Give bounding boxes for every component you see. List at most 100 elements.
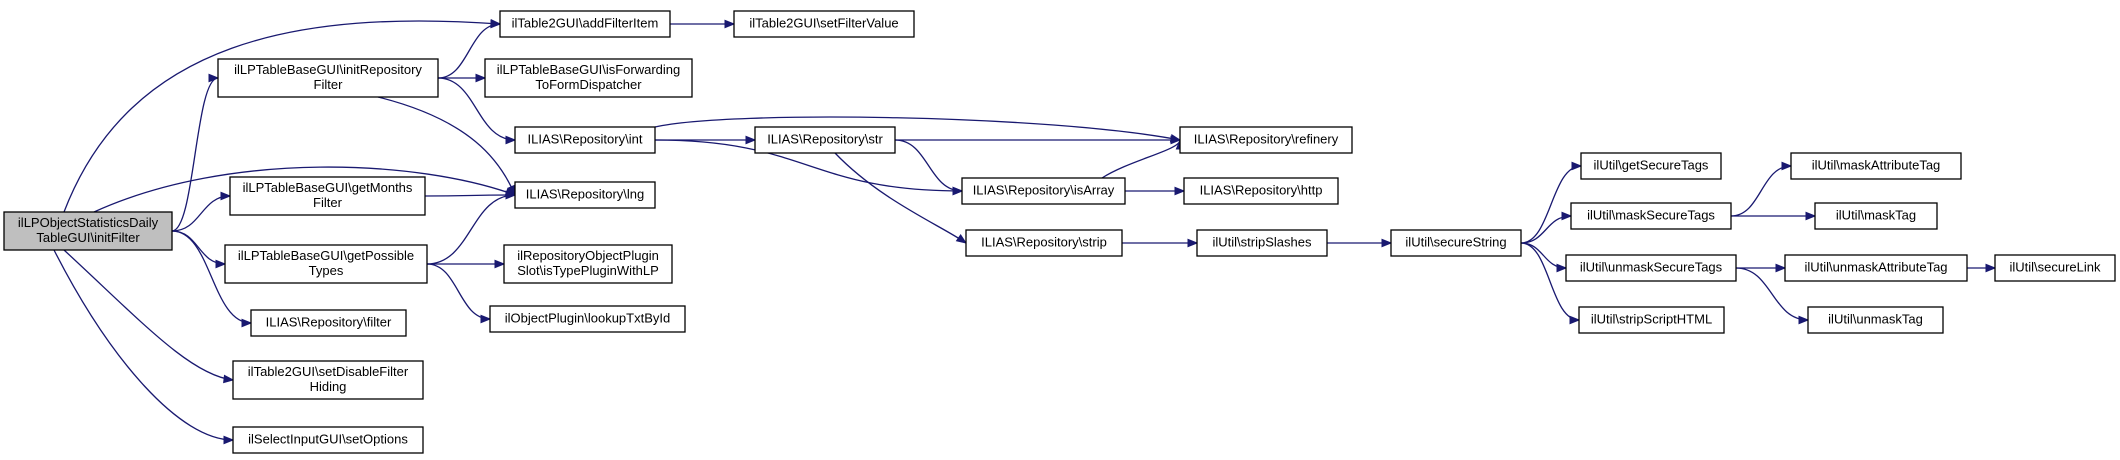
- node-repoStr[interactable]: ILIAS\Repository\str: [754, 126, 896, 154]
- edge-root-to-setDisableFilterHiding: [63, 249, 235, 384]
- edge-initRepositoryFilter-to-repoInt: [437, 77, 517, 145]
- node-unmaskSecureTags[interactable]: ilUtil\unmaskSecureTags: [1565, 254, 1737, 282]
- node-label: ilLPTableBaseGUI\isForwarding: [497, 62, 681, 77]
- node-label: ToFormDispatcher: [535, 77, 642, 92]
- edge-line: [93, 166, 516, 213]
- node-root[interactable]: ilLPObjectStatisticsDailyTableGUI\initFi…: [3, 211, 173, 251]
- node-box: [503, 244, 673, 284]
- node-box: [965, 229, 1123, 257]
- arrow-head: [1381, 238, 1393, 248]
- node-box: [250, 309, 407, 337]
- arrow-head: [1569, 315, 1581, 325]
- node-label: ilUtil\getSecureTags: [1594, 157, 1709, 172]
- node-stripScriptHTML[interactable]: ilUtil\stripScriptHTML: [1578, 306, 1725, 334]
- node-label: ilUtil\secureString: [1405, 234, 1506, 249]
- node-label: TableGUI\initFilter: [36, 230, 140, 245]
- node-addFilterItem[interactable]: ilTable2GUI\addFilterItem: [499, 10, 671, 38]
- node-box: [1390, 229, 1522, 257]
- node-unmaskTag[interactable]: ilUtil\unmaskTag: [1807, 306, 1944, 334]
- node-label: ilLPTableBaseGUI\getPossible: [238, 248, 414, 263]
- edge-maskSecureTags-to-maskAttributeTag: [1730, 161, 1793, 217]
- node-setFilterValue[interactable]: ilTable2GUI\setFilterValue: [733, 10, 915, 38]
- edge-line: [377, 96, 516, 196]
- node-lookupTxtById[interactable]: ilObjectPlugin\lookupTxtById: [489, 305, 686, 333]
- node-label: ilUtil\maskAttributeTag: [1812, 157, 1941, 172]
- arrow-head: [220, 191, 232, 201]
- node-box: [514, 126, 656, 154]
- arrow-head: [1571, 161, 1583, 171]
- node-repoRefinery[interactable]: ILIAS\Repository\refinery: [1179, 126, 1353, 154]
- edge-line: [426, 263, 491, 320]
- node-label: ilUtil\stripScriptHTML: [1591, 311, 1712, 326]
- edge-line: [171, 195, 231, 232]
- edge-secureString-to-stripScriptHTML: [1520, 242, 1581, 325]
- node-stripSlashes[interactable]: ilUtil\stripSlashes: [1196, 229, 1328, 257]
- edge-line: [654, 116, 1181, 141]
- arrow-head: [1805, 211, 1817, 221]
- edge-repoIsArray-to-repoRefinery: [1101, 138, 1185, 179]
- node-getSecureTags[interactable]: ilUtil\getSecureTags: [1580, 152, 1722, 180]
- edge-line: [654, 139, 963, 192]
- node-secureString[interactable]: ilUtil\secureString: [1390, 229, 1522, 257]
- arrow-head: [1556, 263, 1568, 273]
- edge-line: [53, 249, 234, 441]
- node-label: ilLPObjectStatisticsDaily: [18, 215, 159, 230]
- node-maskTag[interactable]: ilUtil\maskTag: [1814, 202, 1938, 230]
- node-repoFilter[interactable]: ILIAS\Repository\filter: [250, 309, 407, 337]
- node-box: [1814, 202, 1938, 230]
- node-layer: ilLPObjectStatisticsDailyTableGUI\initFi…: [3, 10, 2116, 454]
- arrow-head: [1561, 211, 1573, 221]
- edge-secureString-to-maskSecureTags: [1520, 211, 1573, 244]
- edge-line: [426, 194, 516, 265]
- arrow-head: [1174, 186, 1186, 196]
- node-setOptions[interactable]: ilSelectInputGUI\setOptions: [232, 426, 424, 454]
- edge-repoIsArray-to-repoHttp: [1125, 186, 1186, 196]
- edge-layer: [53, 19, 1997, 445]
- node-repoHttp[interactable]: ILIAS\Repository\http: [1183, 177, 1339, 205]
- edge-getPossibleTypes-to-isTypePlugin: [427, 259, 506, 269]
- node-box: [1570, 202, 1732, 230]
- node-label: ilLPTableBaseGUI\getMonths: [243, 180, 413, 195]
- edge-getPossibleTypes-to-lookupTxtById: [426, 263, 492, 324]
- node-maskSecureTags[interactable]: ilUtil\maskSecureTags: [1570, 202, 1732, 230]
- arrow-head: [480, 314, 492, 324]
- edge-line: [1101, 139, 1181, 179]
- node-secureLink[interactable]: ilUtil\secureLink: [1994, 254, 2116, 282]
- edge-line: [834, 152, 967, 244]
- arrow-head: [1985, 263, 1997, 273]
- edge-line: [1520, 215, 1572, 244]
- node-unmaskAttributeTag[interactable]: ilUtil\unmaskAttributeTag: [1784, 254, 1968, 282]
- node-label: Slot\isTypePluginWithLP: [517, 263, 659, 278]
- node-repoInt[interactable]: ILIAS\Repository\int: [514, 126, 656, 154]
- node-label: ILIAS\Repository\str: [767, 131, 883, 146]
- node-box: [733, 10, 915, 38]
- arrow-head: [1781, 161, 1793, 171]
- edge-root-to-setOptions: [53, 249, 235, 445]
- node-label: ilTable2GUI\setFilterValue: [749, 15, 898, 30]
- node-isForwarding[interactable]: ilLPTableBaseGUI\isForwardingToFormDispa…: [484, 58, 693, 98]
- edge-line: [171, 230, 252, 324]
- edge-line: [63, 20, 501, 213]
- node-label: ilRepositoryObjectPlugin: [517, 248, 659, 263]
- arrow-head: [490, 19, 502, 29]
- node-repoIsArray[interactable]: ILIAS\Repository\isArray: [961, 177, 1126, 205]
- arrow-head: [241, 318, 253, 328]
- edge-getPossibleTypes-to-repoLng: [426, 190, 517, 265]
- node-isTypePlugin[interactable]: ilRepositoryObjectPluginSlot\isTypePlugi…: [503, 244, 673, 284]
- node-box: [224, 244, 428, 284]
- arrow-head: [1170, 135, 1182, 145]
- node-label: ILIAS\Repository\lng: [526, 186, 645, 201]
- edge-stripSlashes-to-secureString: [1327, 238, 1393, 248]
- node-repoStrip[interactable]: ILIAS\Repository\strip: [965, 229, 1123, 257]
- node-maskAttributeTag[interactable]: ilUtil\maskAttributeTag: [1790, 152, 1962, 180]
- arrow-head: [494, 259, 506, 269]
- node-label: Types: [309, 263, 344, 278]
- node-repoLng[interactable]: ILIAS\Repository\lng: [514, 181, 656, 209]
- node-box: [229, 176, 426, 216]
- edge-line: [437, 77, 516, 141]
- edge-unmaskSecureTags-to-unmaskTag: [1735, 267, 1810, 325]
